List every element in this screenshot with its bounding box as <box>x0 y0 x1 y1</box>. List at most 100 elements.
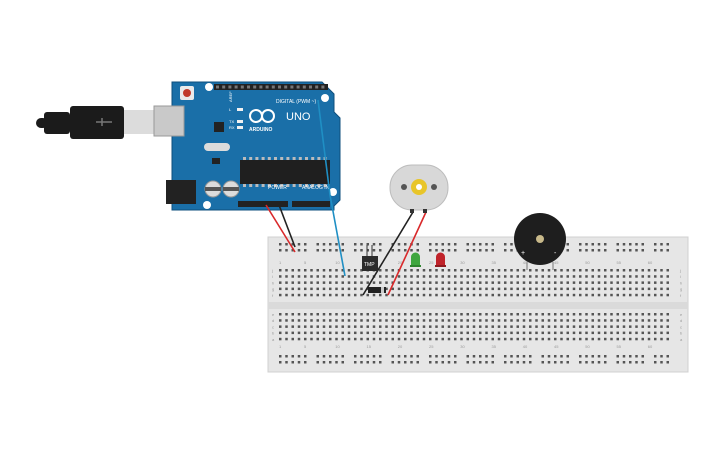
terminal-hole[interactable] <box>654 275 657 278</box>
terminal-hole[interactable] <box>635 287 638 291</box>
terminal-hole[interactable] <box>604 325 607 328</box>
rail-hole[interactable] <box>666 249 670 252</box>
rail-hole[interactable] <box>447 361 451 364</box>
terminal-hole[interactable] <box>629 313 632 316</box>
rail-hole[interactable] <box>635 249 638 252</box>
terminal-hole[interactable] <box>354 319 357 322</box>
rail-hole[interactable] <box>622 249 626 252</box>
terminal-hole[interactable] <box>466 331 470 335</box>
terminal-hole[interactable] <box>629 325 632 328</box>
terminal-hole[interactable] <box>297 275 301 278</box>
rail-hole[interactable] <box>410 249 413 252</box>
terminal-hole[interactable] <box>422 319 426 322</box>
rail-hole[interactable] <box>616 361 620 364</box>
terminal-hole[interactable] <box>641 293 645 297</box>
terminal-hole[interactable] <box>466 325 470 328</box>
terminal-hole[interactable] <box>422 287 426 291</box>
terminal-hole[interactable] <box>472 293 476 297</box>
terminal-hole[interactable] <box>447 281 451 284</box>
terminal-hole[interactable] <box>435 281 438 284</box>
terminal-hole[interactable] <box>335 313 338 316</box>
terminal-hole[interactable] <box>604 319 607 322</box>
terminal-hole[interactable] <box>560 287 563 291</box>
terminal-hole[interactable] <box>597 281 601 284</box>
terminal-hole[interactable] <box>641 337 645 341</box>
terminal-hole[interactable] <box>660 269 663 272</box>
rail-hole[interactable] <box>541 361 545 364</box>
terminal-hole[interactable] <box>597 325 601 328</box>
terminal-hole[interactable] <box>491 269 495 272</box>
terminal-hole[interactable] <box>497 281 501 284</box>
terminal-hole[interactable] <box>435 313 438 316</box>
terminal-hole[interactable] <box>585 319 588 322</box>
rail-hole[interactable] <box>447 243 451 246</box>
terminal-hole[interactable] <box>297 269 301 272</box>
terminal-hole[interactable] <box>441 331 445 335</box>
terminal-hole[interactable] <box>397 337 401 341</box>
rail-hole[interactable] <box>485 355 488 358</box>
terminal-hole[interactable] <box>429 293 432 297</box>
rail-hole[interactable] <box>360 243 363 246</box>
terminal-hole[interactable] <box>622 337 626 341</box>
terminal-hole[interactable] <box>379 275 382 278</box>
rail-hole[interactable] <box>579 249 582 252</box>
terminal-hole[interactable] <box>597 331 601 335</box>
terminal-hole[interactable] <box>654 337 657 341</box>
terminal-hole[interactable] <box>622 313 626 316</box>
terminal-hole[interactable] <box>379 281 382 284</box>
rail-hole[interactable] <box>504 355 507 358</box>
terminal-hole[interactable] <box>560 269 563 272</box>
rail-hole[interactable] <box>316 361 320 364</box>
terminal-hole[interactable] <box>610 281 613 284</box>
rail-hole[interactable] <box>391 249 395 252</box>
terminal-hole[interactable] <box>635 331 638 335</box>
terminal-hole[interactable] <box>479 287 482 291</box>
terminal-hole[interactable] <box>585 313 588 316</box>
terminal-hole[interactable] <box>541 325 545 328</box>
terminal-hole[interactable] <box>635 337 638 341</box>
terminal-hole[interactable] <box>604 287 607 291</box>
terminal-hole[interactable] <box>585 293 588 297</box>
rail-hole[interactable] <box>354 249 357 252</box>
terminal-hole[interactable] <box>635 325 638 328</box>
terminal-hole[interactable] <box>479 293 482 297</box>
terminal-hole[interactable] <box>279 331 282 335</box>
terminal-hole[interactable] <box>435 337 438 341</box>
rail-hole[interactable] <box>316 249 320 252</box>
terminal-hole[interactable] <box>397 313 401 316</box>
terminal-hole[interactable] <box>404 331 407 335</box>
terminal-hole[interactable] <box>622 331 626 335</box>
rail-hole[interactable] <box>472 243 476 246</box>
terminal-hole[interactable] <box>360 325 363 328</box>
terminal-hole[interactable] <box>385 287 388 291</box>
terminal-hole[interactable] <box>472 313 476 316</box>
terminal-hole[interactable] <box>560 313 563 316</box>
terminal-hole[interactable] <box>541 275 545 278</box>
terminal-hole[interactable] <box>660 281 663 284</box>
terminal-hole[interactable] <box>541 269 545 272</box>
terminal-hole[interactable] <box>535 325 538 328</box>
terminal-hole[interactable] <box>454 313 457 316</box>
terminal-hole[interactable] <box>560 331 563 335</box>
terminal-hole[interactable] <box>616 313 620 316</box>
terminal-hole[interactable] <box>479 331 482 335</box>
terminal-hole[interactable] <box>572 319 576 322</box>
terminal-hole[interactable] <box>622 275 626 278</box>
terminal-hole[interactable] <box>310 325 313 328</box>
terminal-hole[interactable] <box>404 281 407 284</box>
rail-hole[interactable] <box>447 355 451 358</box>
terminal-hole[interactable] <box>335 293 338 297</box>
terminal-hole[interactable] <box>647 287 651 291</box>
terminal-hole[interactable] <box>522 337 526 341</box>
terminal-hole[interactable] <box>516 287 520 291</box>
terminal-hole[interactable] <box>510 313 513 316</box>
terminal-hole[interactable] <box>560 281 563 284</box>
terminal-hole[interactable] <box>297 337 301 341</box>
rail-hole[interactable] <box>485 249 488 252</box>
rail-hole[interactable] <box>297 249 301 252</box>
terminal-hole[interactable] <box>354 331 357 335</box>
terminal-hole[interactable] <box>291 281 295 284</box>
terminal-hole[interactable] <box>547 281 551 284</box>
terminal-hole[interactable] <box>504 319 507 322</box>
terminal-hole[interactable] <box>279 337 282 341</box>
